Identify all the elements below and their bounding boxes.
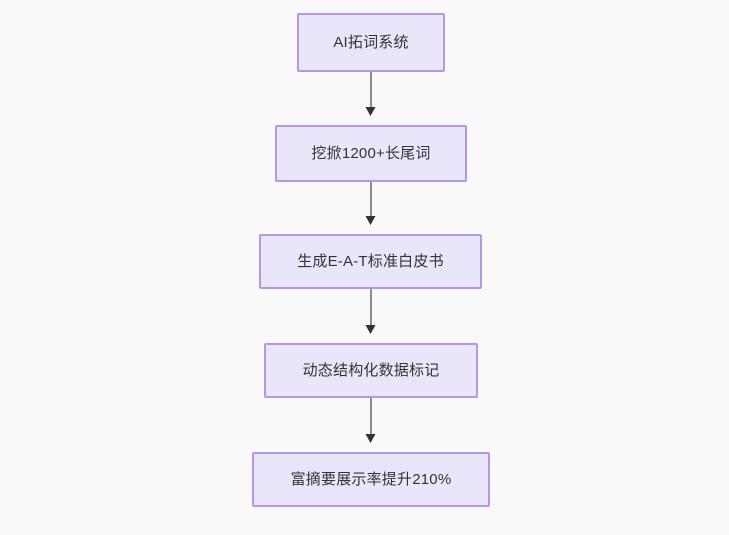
- flowchart-node-dynamic-structured-data-markup[interactable]: 动态结构化数据标记: [264, 343, 478, 398]
- node-label: AI拓词系统: [333, 33, 409, 51]
- node-label: 富摘要展示率提升210%: [290, 470, 452, 488]
- arrow-head-icon: [365, 216, 376, 225]
- flowchart-node-ai-keyword-system[interactable]: AI拓词系统: [297, 13, 445, 72]
- flowchart-node-rich-snippet-impression-lift[interactable]: 富摘要展示率提升210%: [252, 452, 490, 507]
- edge-line: [370, 398, 372, 435]
- edge-line: [370, 289, 372, 326]
- edge-line: [370, 72, 372, 108]
- node-label: 挖掀1200+长尾词: [311, 144, 431, 162]
- arrow-head-icon: [365, 107, 376, 116]
- node-label: 动态结构化数据标记: [302, 361, 440, 379]
- node-label: 生成E-A-T标准白皮书: [297, 252, 444, 270]
- arrow-head-icon: [365, 325, 376, 334]
- flowchart-node-mine-longtail-keywords[interactable]: 挖掀1200+长尾词: [275, 125, 467, 182]
- arrow-head-icon: [365, 434, 376, 443]
- edge-line: [370, 182, 372, 217]
- flowchart-node-generate-eat-whitepaper[interactable]: 生成E-A-T标准白皮书: [259, 234, 482, 289]
